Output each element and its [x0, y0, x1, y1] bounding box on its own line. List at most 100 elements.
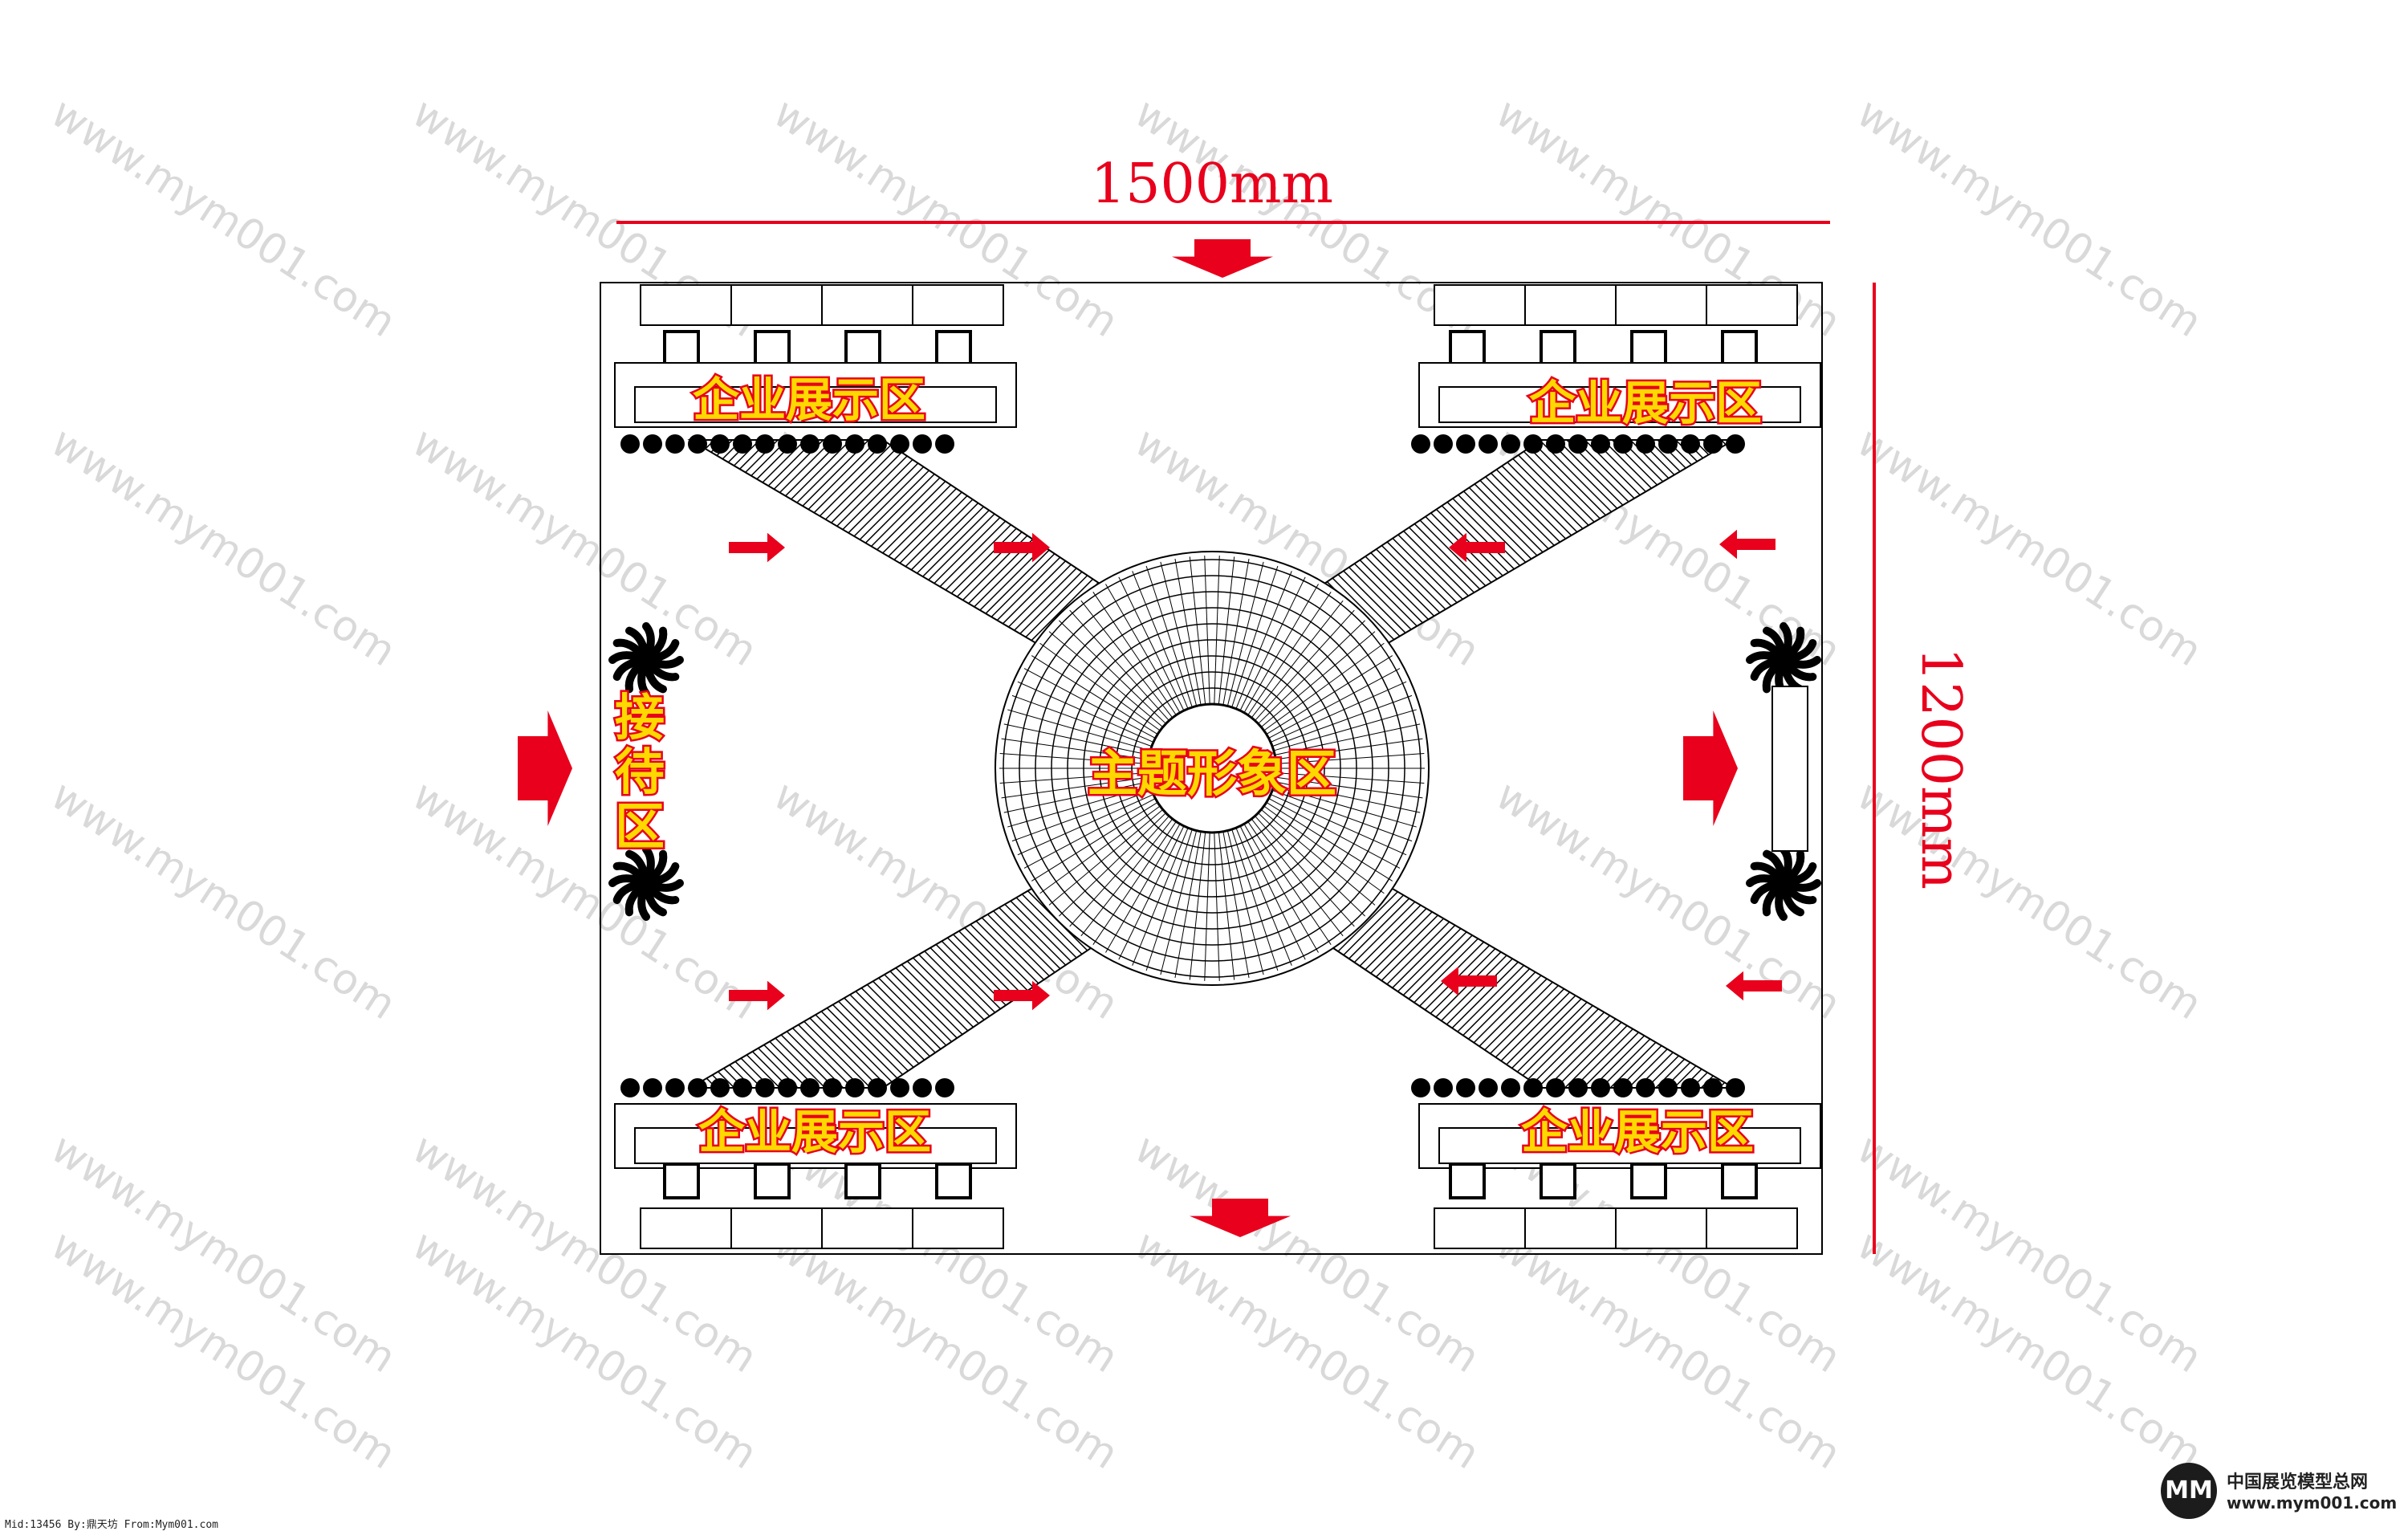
bead-partition	[710, 1078, 730, 1097]
bead-partition	[913, 434, 932, 454]
bead-partition	[665, 1078, 685, 1097]
flow-arrow-icon	[1172, 239, 1273, 278]
theme-circle-spoke	[1011, 789, 1152, 842]
zone-label-bottom-left: 企业展示区	[698, 1105, 931, 1159]
theme-circle-spoke	[1226, 830, 1264, 975]
theme-circle-spoke	[1031, 801, 1158, 882]
watermark-text: www.mym001.com	[1849, 418, 2211, 677]
theme-circle-spoke	[1251, 600, 1344, 719]
bead-partition	[643, 1078, 662, 1097]
bead-partition	[1546, 434, 1565, 454]
booth-outline	[600, 282, 1823, 1255]
brand-logo: MM	[2161, 1463, 2217, 1519]
diagonal-walkways	[687, 439, 1737, 1089]
theme-circle-spoke	[999, 753, 1149, 764]
theme-circle-spoke	[1189, 556, 1206, 705]
stool	[1630, 330, 1667, 367]
flow-arrow-icon	[1726, 971, 1782, 1001]
theme-circle-spoke	[1243, 824, 1319, 953]
bead-partition	[800, 1078, 820, 1097]
theme-circle-spoke	[1160, 561, 1198, 706]
theme-circle-spoke	[1001, 776, 1149, 799]
reception-label-char-2: 待	[615, 743, 665, 801]
theme-circle-spoke	[1003, 781, 1149, 813]
theme-circle-spoke	[1218, 556, 1235, 705]
theme-circle-spoke	[1263, 805, 1385, 894]
theme-circle-spoke	[1039, 642, 1161, 731]
bead-partition	[1726, 434, 1745, 454]
bead-partition	[620, 1078, 640, 1097]
bead-partition	[665, 434, 685, 454]
theme-circle-spoke	[1204, 832, 1210, 981]
theme-circle-spokes	[999, 556, 1425, 981]
theme-circle-spoke	[1174, 831, 1202, 979]
flow-arrow-icon	[518, 711, 572, 826]
bead-partition	[733, 1078, 752, 1097]
bead-partition	[890, 1078, 909, 1097]
theme-circle-spoke	[1048, 809, 1164, 906]
theme-circle-spoke	[1243, 584, 1319, 713]
watermark-text: www.mym001.com	[404, 418, 766, 677]
bead-partition	[823, 434, 842, 454]
bead-partition	[1411, 434, 1430, 454]
theme-circle-spoke	[1263, 642, 1385, 731]
stool	[1449, 330, 1486, 367]
display-cabinet	[821, 1207, 913, 1249]
bead-partition	[1456, 1078, 1475, 1097]
display-cabinet	[730, 284, 823, 326]
theme-circle-spoke	[1017, 794, 1154, 856]
theme-circle-spoke	[1270, 794, 1407, 856]
bead-partition	[868, 434, 887, 454]
bead-partition	[778, 1078, 797, 1097]
theme-circle-spoke	[1189, 832, 1206, 980]
theme-circle-spoke	[1239, 576, 1306, 711]
flow-arrow-icon	[1190, 1199, 1291, 1237]
bead-partition	[845, 1078, 864, 1097]
watermark-text: www.mym001.com	[404, 772, 766, 1030]
counter-top	[634, 1127, 997, 1164]
theme-circle-spoke	[1069, 816, 1169, 927]
display-cabinet	[912, 1207, 1004, 1249]
brand-url[interactable]: www.mym001.com	[2227, 1493, 2398, 1513]
flow-arrow-icon	[1441, 966, 1497, 996]
bead-partition	[710, 434, 730, 454]
watermark-text: www.mym001.com	[43, 89, 405, 348]
theme-circle-spoke	[1270, 681, 1407, 743]
bead-partition	[1591, 1078, 1610, 1097]
theme-circle-spoke	[1048, 631, 1164, 727]
bead-partition	[1681, 434, 1700, 454]
bead-partition	[1658, 1078, 1678, 1097]
theme-circle-spoke	[1275, 772, 1425, 784]
theme-circle-spoke	[1231, 565, 1279, 708]
theme-circle-spoke	[999, 772, 1149, 784]
stool	[754, 330, 791, 367]
bead-partition	[1613, 434, 1633, 454]
theme-circle-spoke	[1007, 709, 1151, 751]
display-cabinet	[1434, 284, 1526, 326]
brand-name: 中国展览模型总网	[2227, 1472, 2369, 1492]
bead-partition	[935, 434, 954, 454]
theme-circle-spoke	[1226, 561, 1264, 706]
bead-partition	[1411, 1078, 1430, 1097]
flow-arrow-icon	[994, 980, 1050, 1011]
bead-partition	[1523, 1078, 1543, 1097]
bead-partition	[1501, 1078, 1520, 1097]
theme-circle-spoke	[1258, 812, 1365, 917]
bead-partition	[755, 1078, 775, 1097]
stool	[1449, 1163, 1486, 1199]
display-cabinet	[1615, 284, 1707, 326]
reception-label-char-1: 接	[615, 688, 665, 747]
bead-partition	[620, 434, 640, 454]
stool	[1630, 1163, 1667, 1199]
brand-block[interactable]: MM 中国展览模型总网 www.mym001.com	[2161, 1463, 2402, 1519]
bead-partition	[1434, 1078, 1453, 1097]
theme-circle-spoke	[1092, 592, 1177, 715]
display-cabinet	[1434, 1207, 1526, 1249]
reception-label-char-3: 区	[615, 797, 665, 856]
bead-partition	[1613, 1078, 1633, 1097]
theme-circle-spoke	[1160, 830, 1198, 975]
palm-trees	[608, 622, 1821, 921]
theme-circle-spoke	[1105, 584, 1181, 713]
bead-partition	[1636, 1078, 1655, 1097]
